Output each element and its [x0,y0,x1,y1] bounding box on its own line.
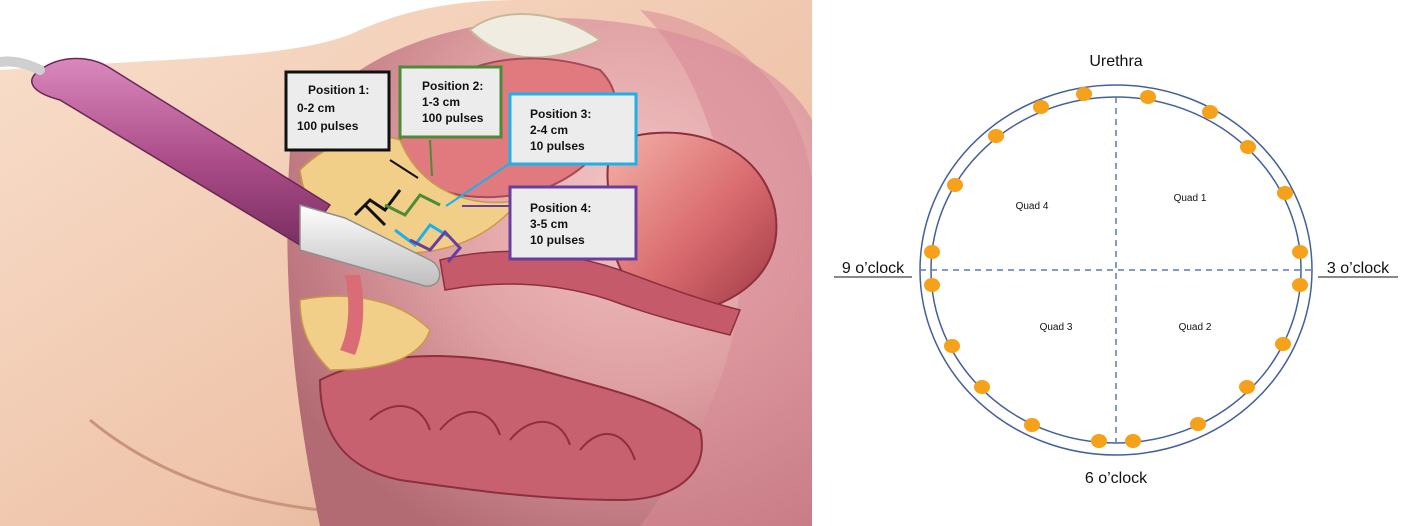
label-quad-4: Quad 4 [1016,201,1049,212]
callout-3-pulses: 10 pulses [530,139,585,153]
treatment-dot [974,380,990,394]
label-quad-3: Quad 3 [1040,322,1073,333]
callout-1-title: Position 1: [308,83,369,97]
treatment-dot [1292,245,1308,259]
treatment-dot [1033,100,1049,114]
treatment-dot [1292,278,1308,292]
treatment-dot [1091,434,1107,448]
label-3-oclock: 3 o’clock [1327,260,1390,277]
callout-position-4: Position 4: 3-5 cm 10 pulses [510,187,636,259]
treatment-dot [944,339,960,353]
treatment-dot [947,178,963,192]
callout-2-title: Position 2: [422,79,483,93]
treatment-dot [924,278,940,292]
treatment-dot [1125,434,1141,448]
treatment-dot [1024,418,1040,432]
callout-1-pulses: 100 pulses [297,119,359,133]
label-urethra: Urethra [1089,53,1142,70]
clock-face-diagram: Urethra 9 o’clock 3 o’clock 6 o’clock Qu… [834,53,1398,487]
treatment-dot [1275,337,1291,351]
callout-3-depth: 2-4 cm [530,123,568,137]
callout-4-pulses: 10 pulses [530,233,585,247]
anatomy-illustration: Position 1: 0-2 cm 100 pulses Position 2… [0,0,812,526]
callout-1-depth: 0-2 cm [297,101,335,115]
treatment-dot [1277,186,1293,200]
treatment-dot [1239,380,1255,394]
treatment-dot [1140,90,1156,104]
label-quad-1: Quad 1 [1174,193,1207,204]
treatment-dot [924,245,940,259]
label-6-oclock: 6 o’clock [1085,470,1148,487]
treatment-dot [1240,140,1256,154]
callout-4-depth: 3-5 cm [530,217,568,231]
treatment-dot [988,129,1004,143]
treatment-dot [1190,417,1206,431]
treatment-dot [1202,105,1218,119]
label-9-oclock: 9 o’clock [842,260,905,277]
treatment-dot [1076,87,1092,101]
callout-4-title: Position 4: [530,201,591,215]
label-quad-2: Quad 2 [1179,322,1212,333]
callout-position-2: Position 2: 1-3 cm 100 pulses [400,67,501,137]
callout-position-3: Position 3: 2-4 cm 10 pulses [510,94,636,164]
callout-2-pulses: 100 pulses [422,111,484,125]
callout-3-title: Position 3: [530,107,591,121]
callout-2-depth: 1-3 cm [422,95,460,109]
callout-position-1: Position 1: 0-2 cm 100 pulses [286,72,389,150]
